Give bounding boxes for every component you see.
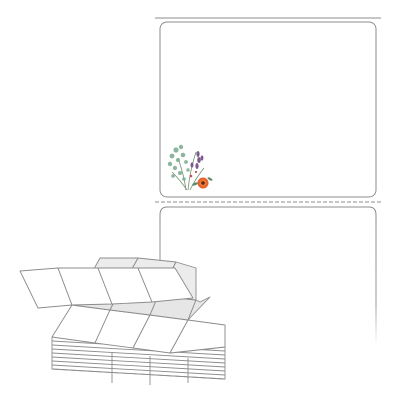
unfolded-label-strip [19,267,194,309]
orange-flower [197,177,209,189]
stack-top-face [51,304,226,354]
label-top [159,21,377,198]
label-bottom [159,206,377,345]
